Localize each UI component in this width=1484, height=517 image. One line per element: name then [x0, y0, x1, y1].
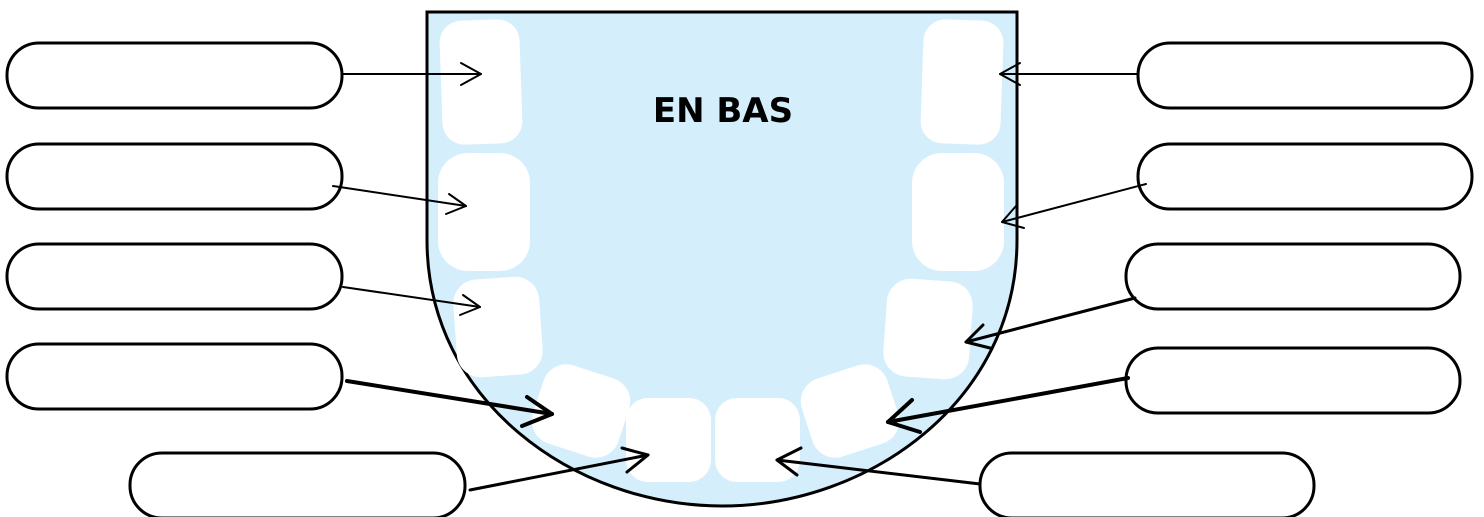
label-box-right-4[interactable]: [1124, 346, 1462, 415]
right-label-boxes: [978, 41, 1474, 517]
tooth-right-premolar: [883, 278, 973, 380]
label-box-right-3[interactable]: [1124, 242, 1462, 311]
tooth-left-canine: [531, 364, 631, 458]
label-box-left-1[interactable]: [5, 41, 344, 110]
arrow-right-4: [886, 376, 1130, 434]
tooth-left-molar-1: [438, 153, 530, 271]
label-box-right-5[interactable]: [978, 451, 1316, 517]
left-label-boxes: [5, 41, 467, 517]
arrow-right-1: [999, 62, 1139, 86]
tooth-right-molar-1: [912, 153, 1004, 271]
tooth-left-molar-2: [439, 19, 523, 145]
arrow-right-2: [1001, 183, 1147, 229]
label-box-left-3[interactable]: [5, 242, 344, 311]
label-box-left-2[interactable]: [5, 142, 344, 211]
arrow-left-3: [342, 286, 481, 316]
tooth-right-canine: [800, 364, 900, 458]
left-arrows: [332, 62, 650, 492]
tooth-left-premolar: [453, 276, 543, 378]
arrow-left-4: [345, 379, 554, 428]
tooth-left-incisor: [626, 398, 711, 482]
right-arrows: [775, 62, 1147, 486]
arrow-left-2: [332, 185, 467, 215]
label-box-left-4[interactable]: [5, 342, 344, 411]
jaw-title: EN BAS: [653, 91, 793, 131]
label-box-right-1[interactable]: [1136, 41, 1474, 110]
arrow-right-3: [964, 296, 1137, 350]
label-box-left-5[interactable]: [128, 451, 467, 517]
tooth-right-molar-2: [920, 19, 1004, 145]
arrow-left-1: [341, 62, 482, 86]
label-box-right-2[interactable]: [1136, 142, 1474, 211]
arrow-left-5: [468, 446, 650, 492]
arrow-right-5: [775, 446, 982, 486]
